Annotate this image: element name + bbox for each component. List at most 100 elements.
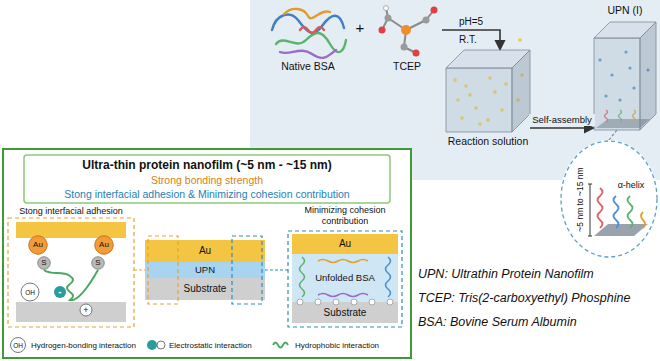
legend-sample [272,337,292,353]
gold-atom [95,236,114,255]
node-label: Stong interfacial adhesion [8,205,134,217]
legend-entry: Electrostatic interaction [146,337,252,353]
gold-atom: Au [28,235,48,255]
film-cube: UPN (I) [594,4,656,130]
legend-entry: Hydrogen-bonding interaction [8,337,136,353]
molecule-figure: TCEP [372,3,442,75]
protein-ribbon [272,9,346,58]
node-label: Au [28,235,48,255]
nanofilm-panel [2,148,412,359]
nanofilm-panel [2,148,412,359]
cube-face [594,38,640,130]
cohesion-illustration [387,299,393,305]
protein-figure: Native BSA [262,3,354,75]
adhesion-illustration [8,218,134,327]
node-label: Au [94,235,114,255]
cube-face [446,68,512,132]
molecule-model [401,44,408,51]
solution-dots [518,38,522,42]
zoom-view [641,212,645,228]
zoom-line [609,130,617,140]
layer-stack [145,236,265,304]
node-label: Minimizing cohesion contribution [288,205,402,229]
cohesion-illustration [351,299,357,305]
layer-stack [232,236,262,304]
zoom-ellipse: ~5 nm to ~15 nm α-helix [560,140,658,258]
molecule-model [423,17,430,24]
protein-layer: Unfolded BSA [292,254,398,302]
protein-ribbon [280,50,336,58]
zoom-view [590,184,591,236]
film-layer: UPN [145,262,265,278]
substrate-layer: Substrate [145,278,265,300]
node-label: UPN [145,262,265,278]
node-label: Au [145,240,265,262]
cohesion-illustration [297,299,393,305]
zoom-line [265,269,288,270]
node-label: Au [292,234,398,254]
cohesion-panel: Minimizing cohesion contributionAuUnfold… [288,205,402,327]
zoom-view [614,196,619,228]
sulfur-atom [38,257,51,270]
node-text: Strong bonding strength [24,174,390,187]
process-arrow [530,127,594,129]
cohesion-illustration [318,260,368,263]
cohesion-illustration [292,302,398,323]
hydrophobic-symbol [273,343,288,348]
edge-label: pH=5 [438,16,504,28]
cohesion-illustration [288,231,402,327]
adhesion-illustration [44,270,98,300]
node-label: Substrate [292,302,398,323]
substrate-layer: Substrate [292,302,398,323]
molecule-model [385,15,392,22]
nanofilm-panel [24,155,390,203]
cation-symbol [157,341,165,349]
legend-label: Hydrophobic interaction [295,341,379,350]
adhesion-illustration [21,283,39,301]
node-label: ~5 nm to ~15 nm [575,166,586,232]
node-label: Substrate [145,278,265,300]
gold-layer: Au [145,240,265,262]
adhesion-illustration [16,302,126,322]
node-label: TCEP [372,60,442,73]
node-label: Unfolded BSA [292,254,398,302]
zoom-view [560,140,658,258]
adhesion-illustration [16,222,126,238]
cohesion-illustration [288,231,402,327]
zoom-view [560,140,658,258]
sulfur-atom [92,257,105,270]
zoom-view [628,196,633,228]
cohesion-illustration [292,234,398,254]
legend-label: Hydrogen-bonding interaction [31,341,136,350]
plus-sign: + [352,20,368,36]
abbreviation-note: BSA: Bovine Serum Albumin [418,314,656,330]
gold-atom [29,236,48,255]
node-label: S [37,256,51,270]
node-label: UPN (I) [594,4,656,17]
hydroxyl-label: OH [9,341,27,350]
zoom-ellipse [561,141,657,257]
adhesion-inset: Stong interfacial adhesionAuAuSS [8,205,134,327]
molecule-model [379,27,386,34]
zoom-view [588,184,592,185]
hydroxyl-label: OH [21,288,39,297]
protein-ribbon [300,27,324,33]
cube-face [512,50,530,132]
cohesion-illustration [333,299,339,305]
node-label: Native BSA [262,60,354,73]
edge-label: Self-assembly [529,114,595,126]
zoom-view [598,188,646,228]
molecule-model [382,8,434,53]
node-text: α-helix [612,179,650,191]
sulfur-atom: S [91,256,105,270]
layer-stack [145,278,265,300]
charge-sign: + [80,304,92,316]
film-cube-outline [594,4,656,130]
legend-entry: Hydrophobic interaction [272,337,379,353]
layer-stack [145,262,265,278]
cohesion-illustration [300,257,305,297]
